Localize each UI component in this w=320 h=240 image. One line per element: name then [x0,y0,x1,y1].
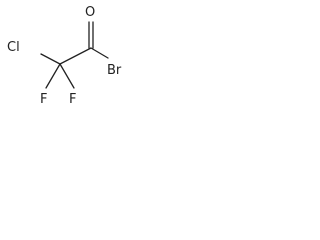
chemical-structure: O Cl Br F F [7,5,122,107]
bond-carbon-chlorine [40,53,61,65]
atom-bromine-label: Br [107,63,122,78]
atom-fluorine-right-label: F [69,92,76,107]
bond-carbon-fluorine-right [59,63,75,89]
atom-oxygen-label: O [85,5,95,20]
bond-carbon-fluorine-left [45,63,61,89]
structure-canvas: O Cl Br F F [0,0,130,112]
atom-fluorine-left-label: F [40,92,47,107]
bond-carbon-carbon [59,47,92,65]
atom-chlorine-label: Cl [7,40,20,55]
bond-carbon-bromine [90,47,109,59]
